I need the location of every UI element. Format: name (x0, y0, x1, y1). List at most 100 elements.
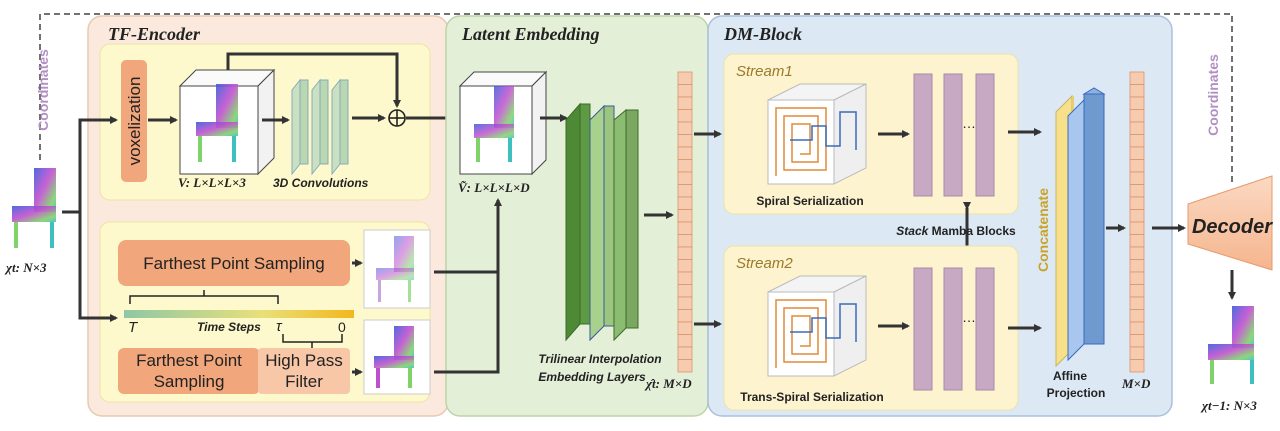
chair-pointcloud-icon (196, 84, 238, 162)
stack-mamba-label: Stack Mamba Blocks (896, 224, 1016, 238)
fps-label: Farthest Point Sampling (143, 254, 324, 273)
token-cell (677, 359, 693, 373)
latent-title: Latent Embedding (461, 24, 600, 44)
xt-hat-label: χ̂t: M×D (644, 376, 692, 391)
t-cap-label: T (128, 319, 139, 336)
mamba-block-1c (975, 73, 995, 197)
input-chair-pointcloud-icon (12, 168, 56, 248)
token-cell (1129, 146, 1145, 160)
conv3d-layers (291, 78, 349, 176)
time-bracket-top (129, 290, 279, 304)
v-tilde-dims-label: Ṽ: L×L×L×D (458, 180, 530, 195)
affine-projection-block (1055, 87, 1106, 368)
token-cell (1129, 346, 1145, 360)
concatenate-label: Concatenate (1035, 188, 1051, 272)
spiral-serialization-icon (767, 83, 867, 185)
token-cell (677, 159, 693, 173)
dm-block-title: DM-Block (723, 24, 802, 44)
trans-spiral-serialization-icon (767, 275, 867, 377)
trans-spiral-serialization-label: Trans-Spiral Serialization (740, 390, 883, 404)
token-column-output (1129, 71, 1145, 373)
token-cell (677, 96, 693, 110)
token-cell (677, 234, 693, 248)
mamba-block-2c (975, 267, 995, 391)
decoder-block (1187, 175, 1273, 271)
mamba-block-1a (913, 73, 933, 197)
token-cell (677, 184, 693, 198)
token-cell (677, 296, 693, 310)
coordinates-label-left: Coordinates (35, 49, 51, 131)
token-cell (1129, 259, 1145, 273)
token-cell (677, 246, 693, 260)
token-cell (1129, 171, 1145, 185)
voxelization-box (121, 60, 147, 182)
feedback-loop-dashed (39, 13, 1233, 185)
ellipsis-2: … (962, 309, 976, 325)
sampled-chair-1 (363, 229, 431, 309)
zero-label: 0 (338, 319, 346, 335)
token-cell (677, 121, 693, 135)
fps2-label-1: Farthest Point (136, 351, 242, 370)
voxelization-label: voxelization (125, 77, 144, 166)
hpf-box (258, 348, 350, 394)
token-cell (1129, 309, 1145, 323)
token-cell (1129, 84, 1145, 98)
token-cell (1129, 71, 1145, 85)
token-cell (677, 259, 693, 273)
token-cell (677, 309, 693, 323)
trilinear-label-1: Trilinear Interpolation (538, 352, 661, 366)
token-cell (677, 84, 693, 98)
time-steps-bar (124, 310, 354, 318)
hpf-label-1: High Pass (265, 351, 342, 370)
coordinates-label-right: Coordinates (1205, 54, 1221, 136)
token-cell (677, 209, 693, 223)
token-cell (1129, 234, 1145, 248)
decoder-label: Decoder (1192, 216, 1273, 238)
fps-box (118, 240, 350, 286)
time-bracket-bottom (282, 334, 343, 348)
token-cell (1129, 334, 1145, 348)
sampled-chair-2 (363, 319, 431, 395)
stream1-label: Stream1 (736, 63, 793, 80)
ellipsis-1: … (962, 115, 976, 131)
output-chair-pointcloud-icon (1208, 306, 1254, 384)
token-cell (677, 134, 693, 148)
mamba-block-1b (943, 73, 963, 197)
token-cell (1129, 246, 1145, 260)
token-cell (1129, 284, 1145, 298)
token-cell (1129, 271, 1145, 285)
token-cell (1129, 134, 1145, 148)
stream2-label: Stream2 (736, 255, 793, 272)
latent-voxel-cube (458, 70, 548, 176)
fps2-label-2: Sampling (154, 372, 225, 391)
voxel-cube (178, 68, 276, 176)
token-cell (1129, 321, 1145, 335)
token-column-latent (677, 71, 693, 373)
token-cell (677, 346, 693, 360)
token-cell (1129, 184, 1145, 198)
token-cell (677, 271, 693, 285)
embedding-layers (565, 102, 639, 342)
token-cell (677, 109, 693, 123)
affine-label-2: Projection (1047, 386, 1106, 400)
token-cell (677, 146, 693, 160)
token-cell (1129, 96, 1145, 110)
tf-encoder-title: TF-Encoder (108, 24, 201, 44)
token-cell (1129, 109, 1145, 123)
spiral-serialization-label: Spiral Serialization (756, 194, 863, 208)
time-steps-label: Time Steps (197, 320, 261, 334)
fps2-box (118, 348, 260, 394)
token-cell (677, 196, 693, 210)
mamba-block-2b (943, 267, 963, 391)
token-cell (1129, 159, 1145, 173)
add-operator-icon (388, 109, 406, 127)
v-dims-label: V: L×L×L×3 (178, 175, 246, 190)
tau-label: τ (276, 318, 283, 335)
token-cell (677, 284, 693, 298)
token-cell (677, 71, 693, 85)
token-cell (1129, 296, 1145, 310)
affine-label-1: Affine (1053, 369, 1087, 383)
trilinear-label-2: Embedding Layers (538, 370, 646, 384)
token-cell (677, 334, 693, 348)
